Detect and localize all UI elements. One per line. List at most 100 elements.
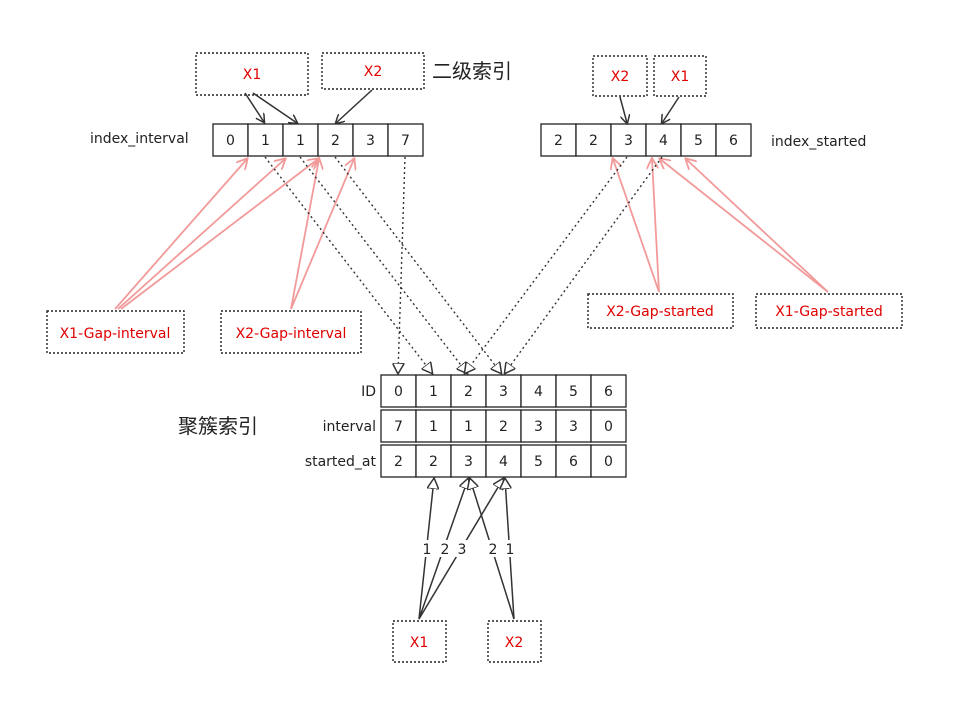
arrow-x2-to-started-3 bbox=[619, 96, 627, 123]
cluster-cell: 4 bbox=[485, 444, 522, 478]
svg-text:X2: X2 bbox=[505, 635, 524, 651]
index-started-cell: 4 bbox=[645, 123, 682, 157]
dotted-arrow-started-4-to-id-3 bbox=[505, 156, 663, 373]
svg-text:6: 6 bbox=[604, 384, 613, 400]
gap-box-x1-interval: X1-Gap-interval bbox=[46, 310, 185, 354]
gap-arrow-x1-interval-b bbox=[117, 159, 285, 310]
cluster-cell: 3 bbox=[520, 409, 557, 443]
arrow-number-1: 1 bbox=[420, 540, 434, 558]
svg-text:5: 5 bbox=[569, 384, 578, 400]
svg-text:6: 6 bbox=[729, 133, 738, 149]
cluster-cell: 2 bbox=[380, 444, 417, 478]
cluster-cell: 3 bbox=[450, 444, 487, 478]
index-interval-cell: 1 bbox=[282, 123, 319, 157]
svg-text:4: 4 bbox=[534, 384, 543, 400]
svg-text:X1: X1 bbox=[243, 67, 262, 83]
svg-text:X1-Gap-started: X1-Gap-started bbox=[775, 304, 883, 320]
svg-text:X1: X1 bbox=[410, 635, 429, 651]
query-box-bottom-x2: X2 bbox=[487, 620, 542, 663]
svg-text:1: 1 bbox=[429, 419, 438, 435]
cluster-cell: 3 bbox=[555, 409, 592, 443]
svg-text:7: 7 bbox=[394, 419, 403, 435]
svg-text:3: 3 bbox=[464, 454, 473, 470]
index-started-cell: 2 bbox=[540, 123, 577, 157]
svg-text:2: 2 bbox=[441, 542, 450, 558]
index-interval-cell: 3 bbox=[352, 123, 389, 157]
cluster-cell: 3 bbox=[485, 374, 522, 408]
gap-arrow-x1-started-a bbox=[660, 159, 829, 293]
svg-text:1: 1 bbox=[464, 419, 473, 435]
svg-text:X2-Gap-started: X2-Gap-started bbox=[606, 304, 714, 320]
svg-text:1: 1 bbox=[296, 133, 305, 149]
svg-text:2: 2 bbox=[499, 419, 508, 435]
svg-text:1: 1 bbox=[429, 384, 438, 400]
index-interval-cell: 2 bbox=[317, 123, 354, 157]
gap-box-x1-started: X1-Gap-started bbox=[755, 293, 903, 329]
cluster-cell: 6 bbox=[590, 374, 627, 408]
query-box-top-right-x1: X1 bbox=[653, 55, 707, 97]
svg-text:2: 2 bbox=[394, 454, 403, 470]
svg-text:2: 2 bbox=[554, 133, 563, 149]
index-started-cell: 5 bbox=[680, 123, 717, 157]
cluster-cell: 0 bbox=[590, 409, 627, 443]
index-interval-cell: 1 bbox=[247, 123, 284, 157]
query-box-bottom-x1: X1 bbox=[392, 620, 447, 663]
svg-text:6: 6 bbox=[569, 454, 578, 470]
gap-arrow-x2-started-b bbox=[652, 159, 660, 293]
cluster-cell: 2 bbox=[450, 374, 487, 408]
gap-arrow-x1-interval-a bbox=[114, 159, 247, 310]
arrow-x2-to-interval-2 bbox=[336, 89, 373, 123]
gap-arrow-x2-interval-b bbox=[290, 159, 354, 310]
index-started-cell: 6 bbox=[715, 123, 752, 157]
svg-text:1: 1 bbox=[506, 542, 515, 558]
gap-arrow-x2-interval-a bbox=[290, 159, 319, 310]
svg-text:3: 3 bbox=[458, 542, 467, 558]
arrow-x1-to-started-4 bbox=[662, 96, 680, 123]
secondary-index-title: 二级索引 bbox=[432, 59, 512, 83]
svg-text:X2: X2 bbox=[364, 64, 383, 80]
arrow-number-3: 3 bbox=[455, 540, 469, 558]
svg-text:3: 3 bbox=[366, 133, 375, 149]
gap-arrow-x1-interval-c bbox=[120, 159, 318, 310]
svg-text:1: 1 bbox=[261, 133, 270, 149]
svg-text:2: 2 bbox=[589, 133, 598, 149]
cluster-cell: 1 bbox=[450, 409, 487, 443]
svg-text:3: 3 bbox=[534, 419, 543, 435]
cluster-cell: 1 bbox=[415, 409, 452, 443]
svg-text:0: 0 bbox=[604, 419, 613, 435]
svg-text:3: 3 bbox=[499, 384, 508, 400]
index-started-label: index_started bbox=[771, 134, 866, 150]
svg-text:4: 4 bbox=[499, 454, 508, 470]
index-started-array: 2 2 3 4 5 6 bbox=[540, 123, 752, 157]
svg-text:X2: X2 bbox=[611, 69, 630, 85]
gap-box-x2-interval: X2-Gap-interval bbox=[220, 310, 362, 354]
dotted-arrow-interval-2-to-id-3 bbox=[334, 156, 501, 373]
svg-text:0: 0 bbox=[226, 133, 235, 149]
svg-text:X2-Gap-interval: X2-Gap-interval bbox=[236, 326, 347, 342]
cluster-cell: 5 bbox=[555, 374, 592, 408]
cluster-cell: 2 bbox=[485, 409, 522, 443]
cluster-row-label: ID bbox=[361, 384, 376, 400]
cluster-index-title: 聚簇索引 bbox=[178, 414, 258, 438]
svg-text:2: 2 bbox=[464, 384, 473, 400]
svg-text:0: 0 bbox=[604, 454, 613, 470]
arrow-x1-to-interval-1a bbox=[244, 92, 264, 122]
svg-text:4: 4 bbox=[659, 133, 668, 149]
dotted-arrow-interval-1-to-id-3 bbox=[264, 156, 432, 373]
svg-text:2: 2 bbox=[429, 454, 438, 470]
svg-text:3: 3 bbox=[569, 419, 578, 435]
cluster-cell: 7 bbox=[380, 409, 417, 443]
dotted-arrow-interval-1b-to-id-2 bbox=[299, 156, 467, 373]
query-box-top-right-x2: X2 bbox=[592, 55, 648, 97]
svg-text:5: 5 bbox=[694, 133, 703, 149]
svg-text:3: 3 bbox=[624, 133, 633, 149]
arrow-number-2: 2 bbox=[438, 540, 452, 558]
cluster-cell: 1 bbox=[415, 374, 452, 408]
arrow-number-4: 2 bbox=[486, 540, 500, 558]
cluster-cell: 4 bbox=[520, 374, 557, 408]
svg-text:1: 1 bbox=[423, 542, 432, 558]
dotted-arrow-started-3-to-id-2 bbox=[465, 156, 628, 373]
index-started-cell: 3 bbox=[610, 123, 647, 157]
